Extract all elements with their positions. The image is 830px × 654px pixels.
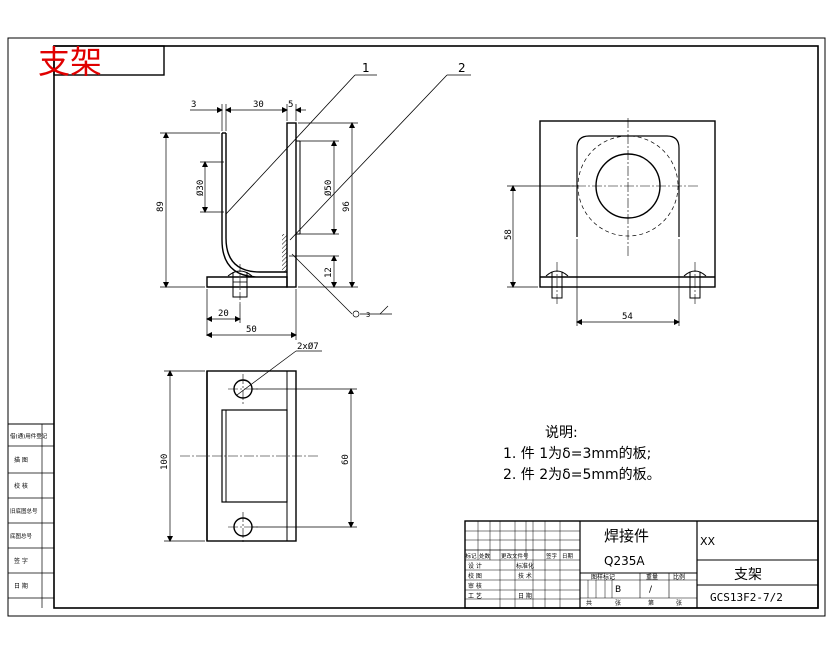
notes-heading: 说明:: [545, 425, 578, 441]
weld-symbol-text: 3: [366, 311, 370, 319]
title-stamp: 支架: [38, 43, 165, 81]
role-design: 设 计: [468, 562, 482, 570]
dim-front-50: 50: [246, 325, 257, 335]
rev-header-sign: 签字: [546, 552, 558, 560]
rev-header-count: 处数: [479, 552, 491, 560]
role-date: 日 期: [518, 592, 532, 600]
notes-line-1: 1. 件 1为δ=3mm的板;: [503, 446, 651, 462]
side-label-base-number: 底图总号: [10, 532, 33, 540]
material: Q235A: [604, 554, 645, 568]
dim-front-d30: Ø30: [195, 180, 206, 196]
part-label-2: 2: [458, 61, 466, 75]
stage-value-weight: /: [649, 585, 653, 595]
dim-side-58: 58: [504, 229, 514, 240]
part-leaders: [225, 74, 471, 241]
title-stamp-text: 支架: [38, 43, 102, 81]
dim-front-89: 89: [156, 201, 166, 212]
drawing-title: 支架: [734, 567, 762, 583]
weld-symbol-circle: [352, 310, 360, 318]
dim-front-96: 96: [342, 201, 352, 212]
rev-header-date: 日期: [562, 553, 574, 560]
side-label-date: 日 期: [14, 582, 28, 590]
dim-plan-60: 60: [341, 454, 351, 465]
dim-front-30: 30: [253, 100, 264, 110]
sheet-number-label: 第: [648, 599, 654, 607]
stage-header-scale: 比例: [673, 573, 685, 581]
part-label-1: 1: [362, 61, 370, 75]
sheet-inner-frame: [53, 45, 819, 609]
sheet-total-unit: 张: [615, 599, 621, 607]
dim-front-d50: Ø50: [323, 180, 334, 196]
stage-header-weight: 重量: [646, 573, 658, 581]
sheet-number-unit: 张: [676, 599, 682, 607]
plan-dimensions: [164, 350, 357, 542]
sheet-outer-border: [7, 37, 826, 617]
role-technical: 技 术: [518, 572, 532, 580]
side-label-signature: 签 字: [14, 557, 28, 565]
dim-plan-100: 100: [160, 454, 170, 470]
notes-line-2: 2. 件 2为δ=5mm的板。: [503, 467, 661, 483]
side-strip: [8, 423, 54, 608]
plan-centerlines: [180, 374, 320, 542]
role-standardization: 标准化: [516, 562, 534, 570]
side-label-tracing: 描 图: [14, 456, 28, 464]
role-check: 校 图: [468, 572, 482, 580]
stage-header-mark: 图样标记: [591, 573, 615, 581]
notes: 说明: 1. 件 1为δ=3mm的板; 2. 件 2为δ=5mm的板。: [503, 425, 661, 483]
side-label-borrowed: 借(通)用件登记: [10, 432, 48, 440]
part-name: 焊接件: [604, 527, 649, 545]
weld-hatch: [282, 234, 287, 272]
stage-value-b: B: [615, 585, 621, 595]
rev-header-mark: 标记: [466, 552, 478, 560]
side-label-old-number: 旧底图总号: [10, 507, 38, 515]
dim-front-3: 3: [191, 100, 196, 110]
role-process: 工 艺: [468, 592, 482, 600]
sheet-total-label: 共: [586, 599, 592, 607]
side-label-check: 校 核: [14, 482, 28, 490]
front-view: [206, 122, 301, 298]
side-view: [539, 120, 716, 299]
side-centerlines: [556, 118, 700, 306]
dim-front-5: 5: [288, 100, 293, 110]
company-name: XX: [700, 535, 716, 548]
drawing-number: GCS13F2-7/2: [710, 591, 783, 604]
rev-header-docnum: 更改文件号: [501, 552, 529, 560]
title-block: [464, 520, 819, 609]
hole-note: 2xØ7: [297, 341, 319, 352]
dim-side-54: 54: [622, 312, 633, 322]
dim-front-12: 12: [324, 267, 334, 278]
role-review: 审 核: [468, 582, 482, 590]
front-dimensions: [160, 104, 392, 340]
dim-front-20: 20: [218, 309, 229, 319]
side-dimensions: [507, 185, 680, 326]
